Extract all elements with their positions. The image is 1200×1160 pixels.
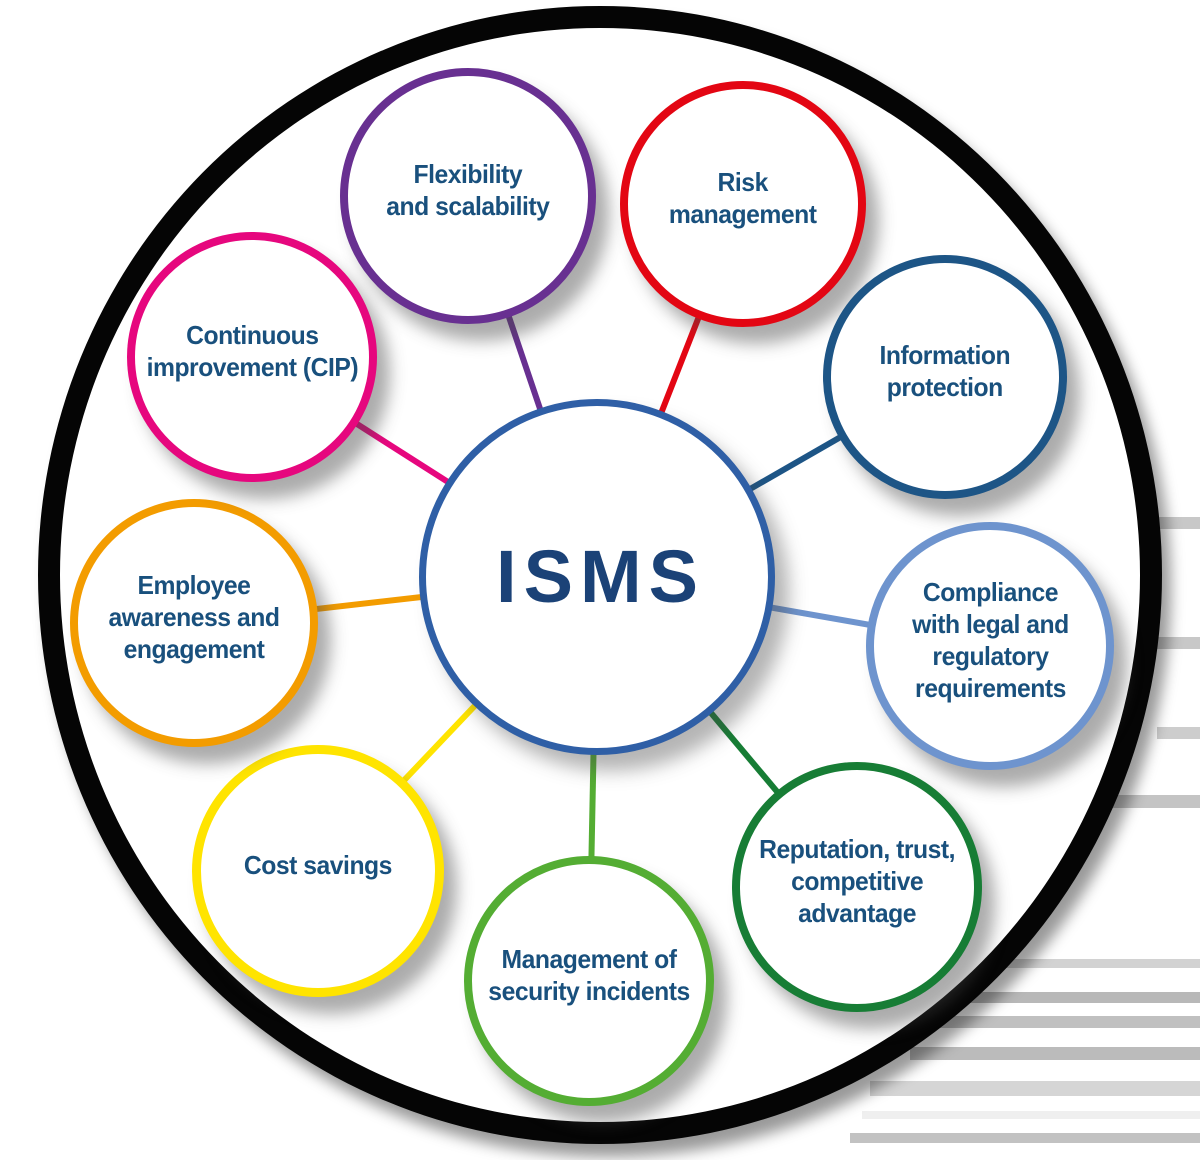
node-label: Continuous improvement (CIP) [146, 319, 358, 383]
node-label: Flexibility and scalability [386, 158, 550, 222]
node-employee-awareness-engagement: Employee awareness and engagement [70, 499, 318, 747]
node-information-protection: Information protection [823, 255, 1067, 499]
node-label-line: protection [886, 372, 1003, 402]
node-label: Management of security incidents [488, 943, 690, 1007]
node-label-line: Flexibility [413, 159, 523, 189]
background-stripe [862, 1111, 1200, 1119]
node-label-line: advantage [798, 898, 916, 928]
node-label: Risk management [669, 166, 817, 230]
node-label-line: requirements [914, 673, 1066, 703]
node-label: Employee awareness and engagement [109, 569, 280, 665]
node-label-line: Employee [137, 570, 251, 600]
background-stripe [870, 1081, 1200, 1096]
node-continuous-improvement-cip: Continuous improvement (CIP) [127, 232, 377, 482]
node-flexibility-and-scalability: Flexibility and scalability [340, 68, 596, 324]
node-label-line: with legal and [911, 609, 1069, 639]
background-stripe [1157, 517, 1200, 529]
background-stripe [850, 1133, 1200, 1143]
node-label: Reputation, trust, competitive advantage [759, 833, 955, 929]
node-label: Compliance with legal and regulatory req… [912, 576, 1069, 704]
node-label: Information protection [880, 339, 1011, 403]
node-label-line: competitive [790, 866, 924, 896]
node-risk-management: Risk management [620, 81, 866, 327]
background-stripe [910, 1047, 1200, 1060]
node-label-line: Cost savings [243, 850, 393, 880]
node-label-line: Compliance [922, 577, 1058, 607]
background-stripe [1157, 637, 1200, 649]
node-management-of-security-incidents: Management of security incidents [464, 856, 714, 1106]
background-stripe [1157, 727, 1200, 739]
node-label: Cost savings [243, 849, 393, 881]
node-label-line: regulatory [931, 641, 1049, 671]
node-label-line: and scalability [386, 191, 550, 221]
node-reputation-trust-advantage: Reputation, trust, competitive advantage [732, 762, 982, 1012]
node-label-line: improvement (CIP) [146, 352, 358, 382]
node-compliance-legal-regulatory: Compliance with legal and regulatory req… [866, 522, 1114, 770]
node-label-line: management [669, 199, 817, 229]
background-stripe [1112, 795, 1200, 808]
background-stripe [940, 1016, 1200, 1028]
node-label-line: Reputation, trust, [759, 834, 955, 864]
background-stripe [1005, 959, 1200, 968]
node-label-line: Information [879, 340, 1011, 370]
node-isms-center: ISMS [419, 399, 775, 755]
node-label-line: awareness and [108, 602, 280, 632]
node-label-line: engagement [123, 634, 265, 664]
background-stripe [960, 992, 1200, 1003]
node-label-line: Risk [717, 167, 769, 197]
node-cost-savings: Cost savings [192, 745, 444, 997]
node-label-line: security incidents [488, 976, 690, 1006]
node-label-line: Management of [501, 944, 677, 974]
center-label: ISMS [496, 535, 705, 618]
node-label-line: Continuous [185, 320, 319, 350]
